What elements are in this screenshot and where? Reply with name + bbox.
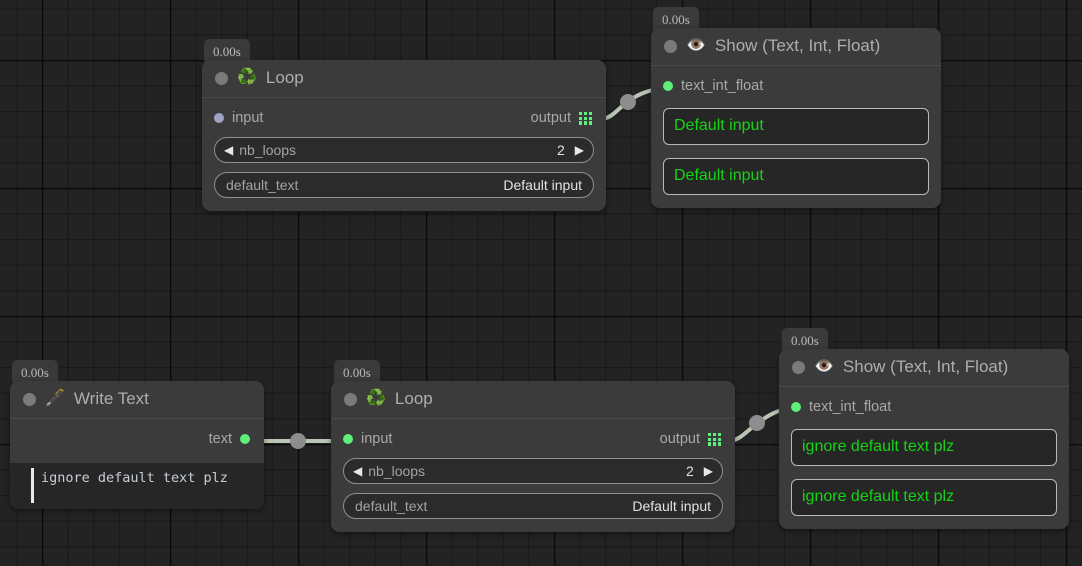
show-node-top[interactable]: 👁️ Show (Text, Int, Float) text_int_floa… xyxy=(651,28,941,208)
edge-handle[interactable] xyxy=(290,433,306,449)
node-body: input output ◀ nb_loops 2 ▶ xyxy=(202,97,606,211)
output-port[interactable]: output xyxy=(660,431,721,447)
nb-loops-value[interactable]: 2 xyxy=(685,462,694,479)
port-row: text xyxy=(22,429,252,449)
output-port[interactable]: output xyxy=(531,110,592,126)
port-row: text_int_float xyxy=(663,76,929,96)
input-port[interactable]: input xyxy=(214,110,263,126)
stepper-decrement-icon[interactable]: ◀ xyxy=(353,463,363,478)
edge-handle[interactable] xyxy=(620,94,636,110)
text-caret xyxy=(31,467,34,503)
edge-handle[interactable] xyxy=(749,415,765,431)
default-text-field[interactable]: default_text Default input xyxy=(343,492,723,519)
output-port[interactable]: text xyxy=(209,431,250,447)
port-row: input output xyxy=(214,108,594,128)
stepper-increment-icon[interactable]: ▶ xyxy=(703,463,713,478)
eye-icon: 👁️ xyxy=(814,358,834,376)
collapse-toggle-dot[interactable] xyxy=(344,392,357,406)
text-input-value[interactable]: ignore default text plz xyxy=(41,469,228,486)
default-text-value[interactable]: Default input xyxy=(503,176,582,193)
eye-icon: 👁️ xyxy=(686,37,706,55)
nb-loops-label: nb_loops xyxy=(239,141,297,158)
input-port-dot[interactable] xyxy=(343,434,353,445)
port-row: input output xyxy=(343,429,723,449)
node-header[interactable]: 🖋️ Write Text xyxy=(10,381,264,419)
input-port-dot[interactable] xyxy=(663,81,673,92)
node-title: Write Text xyxy=(73,389,149,408)
input-port-dot[interactable] xyxy=(791,402,801,413)
default-text-label: default_text xyxy=(355,497,428,514)
input-port-label: text_int_float xyxy=(809,399,892,416)
loop-node-bottom[interactable]: ♻️ Loop input output ◀ nb_loops xyxy=(331,381,735,532)
input-port-label: text_int_float xyxy=(681,78,764,95)
node-title: Show (Text, Int, Float) xyxy=(714,36,881,55)
text-input-area[interactable]: ignore default text plz xyxy=(10,462,264,509)
output-value-box: Default input xyxy=(663,107,929,145)
edge-loop-top-to-show-top xyxy=(602,87,657,121)
output-port-label: output xyxy=(659,431,700,448)
input-port[interactable]: text_int_float xyxy=(663,78,763,94)
nb-loops-stepper[interactable]: ◀ nb_loops 2 ▶ xyxy=(343,457,723,484)
collapse-toggle-dot[interactable] xyxy=(23,392,36,406)
input-port[interactable]: input xyxy=(343,431,392,447)
stepper-increment-icon[interactable]: ▶ xyxy=(574,142,584,157)
stepper-decrement-icon[interactable]: ◀ xyxy=(224,142,234,157)
nb-loops-label: nb_loops xyxy=(368,462,426,479)
output-value-box: Default input xyxy=(663,157,929,195)
node-body: text ignore default text plz xyxy=(10,418,264,509)
node-header[interactable]: ♻️ Loop xyxy=(202,60,606,98)
input-port-dot[interactable] xyxy=(214,113,224,124)
default-text-value[interactable]: Default input xyxy=(632,497,711,514)
node-body: text_int_float ignore default text plz i… xyxy=(779,386,1069,529)
edge-loop-bottom-to-show-bottom xyxy=(730,407,786,443)
node-header[interactable]: 👁️ Show (Text, Int, Float) xyxy=(779,349,1069,387)
default-text-field[interactable]: default_text Default input xyxy=(214,171,594,198)
list-grid-icon xyxy=(579,111,592,125)
node-title: Loop xyxy=(265,68,304,87)
nb-loops-value[interactable]: 2 xyxy=(556,141,565,158)
output-port-dot[interactable] xyxy=(240,434,250,445)
write-text-node[interactable]: 🖋️ Write Text text ignore default text p… xyxy=(10,381,264,509)
node-header[interactable]: ♻️ Loop xyxy=(331,381,735,419)
default-text-label: default_text xyxy=(226,176,299,193)
port-row: text_int_float xyxy=(791,397,1057,417)
list-grid-icon xyxy=(708,432,721,446)
node-title: Show (Text, Int, Float) xyxy=(842,357,1009,376)
input-port-label: input xyxy=(232,110,264,127)
input-port-label: input xyxy=(361,431,393,448)
output-value-box: ignore default text plz xyxy=(791,428,1057,466)
output-port-label: text xyxy=(208,431,232,448)
collapse-toggle-dot[interactable] xyxy=(792,360,805,374)
collapse-toggle-dot[interactable] xyxy=(215,71,228,85)
node-title: Loop xyxy=(394,389,433,408)
nb-loops-stepper[interactable]: ◀ nb_loops 2 ▶ xyxy=(214,136,594,163)
input-port[interactable]: text_int_float xyxy=(791,399,891,415)
recycle-icon: ♻️ xyxy=(366,390,386,408)
node-header[interactable]: 👁️ Show (Text, Int, Float) xyxy=(651,28,941,66)
collapse-toggle-dot[interactable] xyxy=(664,39,677,53)
output-port-label: output xyxy=(530,110,571,127)
recycle-icon: ♻️ xyxy=(237,69,257,87)
node-body: input output ◀ nb_loops 2 ▶ xyxy=(331,418,735,532)
node-body: text_int_float Default input Default inp… xyxy=(651,65,941,208)
loop-node-top[interactable]: ♻️ Loop input output ◀ nb_loops xyxy=(202,60,606,211)
output-value-box: ignore default text plz xyxy=(791,478,1057,516)
pen-nib-icon: 🖋️ xyxy=(45,390,65,408)
show-node-bottom[interactable]: 👁️ Show (Text, Int, Float) text_int_floa… xyxy=(779,349,1069,529)
